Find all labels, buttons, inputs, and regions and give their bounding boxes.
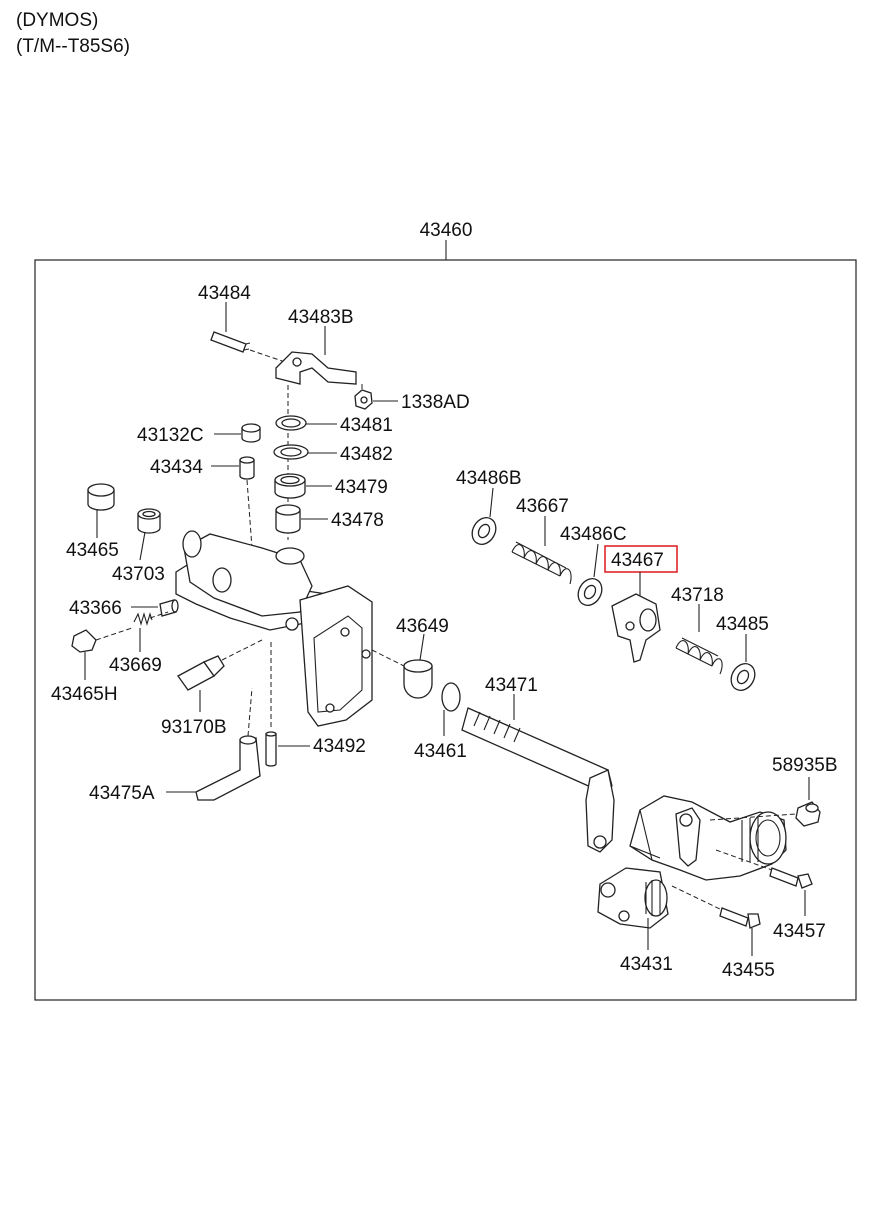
nut-1338AD-drawing: [354, 384, 373, 410]
label-43718: 43718: [671, 585, 724, 606]
label-43478: 43478: [331, 510, 384, 531]
washer-43481-drawing: [275, 415, 307, 431]
spring-43718-drawing: [675, 637, 723, 675]
label-1338AD: 1338AD: [401, 392, 470, 413]
switch-93170B-drawing: [177, 639, 263, 691]
label-43475A: 43475A: [89, 783, 155, 804]
lever-43475A-drawing: [195, 687, 261, 801]
bolt-43457-drawing: [715, 849, 813, 889]
spring-43669-drawing: [133, 611, 169, 626]
selector-housing-43431-drawing: [597, 795, 787, 929]
washer-43486C-drawing: [577, 578, 603, 606]
label-43471: 43471: [485, 675, 538, 696]
label-43366: 43366: [69, 598, 122, 619]
plug-43465H-drawing: [71, 627, 133, 653]
label-43669: 43669: [109, 655, 162, 676]
cap-43132C-drawing: [241, 423, 261, 443]
label-43482: 43482: [340, 444, 393, 465]
plug-43366-drawing: [159, 599, 179, 617]
bolt-43484-drawing: [210, 331, 286, 363]
cap-43465-drawing: [87, 483, 115, 511]
label-43460: 43460: [420, 220, 473, 241]
washer-43482-drawing: [273, 444, 309, 460]
label-43431: 43431: [620, 954, 673, 975]
label-43486B: 43486B: [456, 468, 522, 489]
label-43457: 43457: [773, 921, 826, 942]
pin-43434-drawing: [239, 456, 255, 549]
header-line-2: (T/M--T85S6): [16, 36, 130, 57]
label-43649: 43649: [396, 616, 449, 637]
label-43481: 43481: [340, 415, 393, 436]
highlight-box-43467: [604, 545, 678, 573]
bushing-43479-drawing: [274, 473, 306, 499]
label-93170B: 93170B: [161, 717, 227, 738]
bracket-43483B-drawing: [275, 351, 357, 385]
sleeve-43478-drawing: [275, 504, 301, 534]
label-43467: 43467: [611, 550, 664, 571]
label-43486C: 43486C: [560, 524, 627, 545]
finger-43467-drawing: [611, 593, 661, 663]
label-43492: 43492: [313, 736, 366, 757]
breather-58935B-drawing: [709, 801, 821, 827]
header-line-1: (DYMOS): [16, 10, 99, 31]
bolt-43455-drawing: [671, 885, 761, 929]
seal-43649-drawing: [371, 649, 433, 699]
shaft-43471-drawing: [461, 707, 615, 853]
pin-43492-drawing: [265, 642, 277, 767]
label-43455: 43455: [722, 960, 775, 981]
label-43132C: 43132C: [137, 425, 204, 446]
label-43461: 43461: [414, 741, 467, 762]
label-43479: 43479: [335, 477, 388, 498]
shift-housing-drawing: [175, 530, 373, 727]
washer-43486B-drawing: [471, 517, 497, 545]
washer-43485-drawing: [730, 663, 756, 691]
label-43703: 43703: [112, 564, 165, 585]
label-43434: 43434: [150, 457, 203, 478]
label-43667: 43667: [516, 496, 569, 517]
seal-43703-drawing: [137, 508, 161, 534]
oring-43461-drawing: [441, 682, 461, 712]
label-43484: 43484: [198, 283, 251, 304]
label-43483B: 43483B: [288, 307, 354, 328]
label-43485: 43485: [716, 614, 769, 635]
label-43465: 43465: [66, 540, 119, 561]
label-43465H: 43465H: [51, 684, 118, 705]
spring-43667-drawing: [511, 541, 572, 585]
label-58935B: 58935B: [772, 755, 838, 776]
